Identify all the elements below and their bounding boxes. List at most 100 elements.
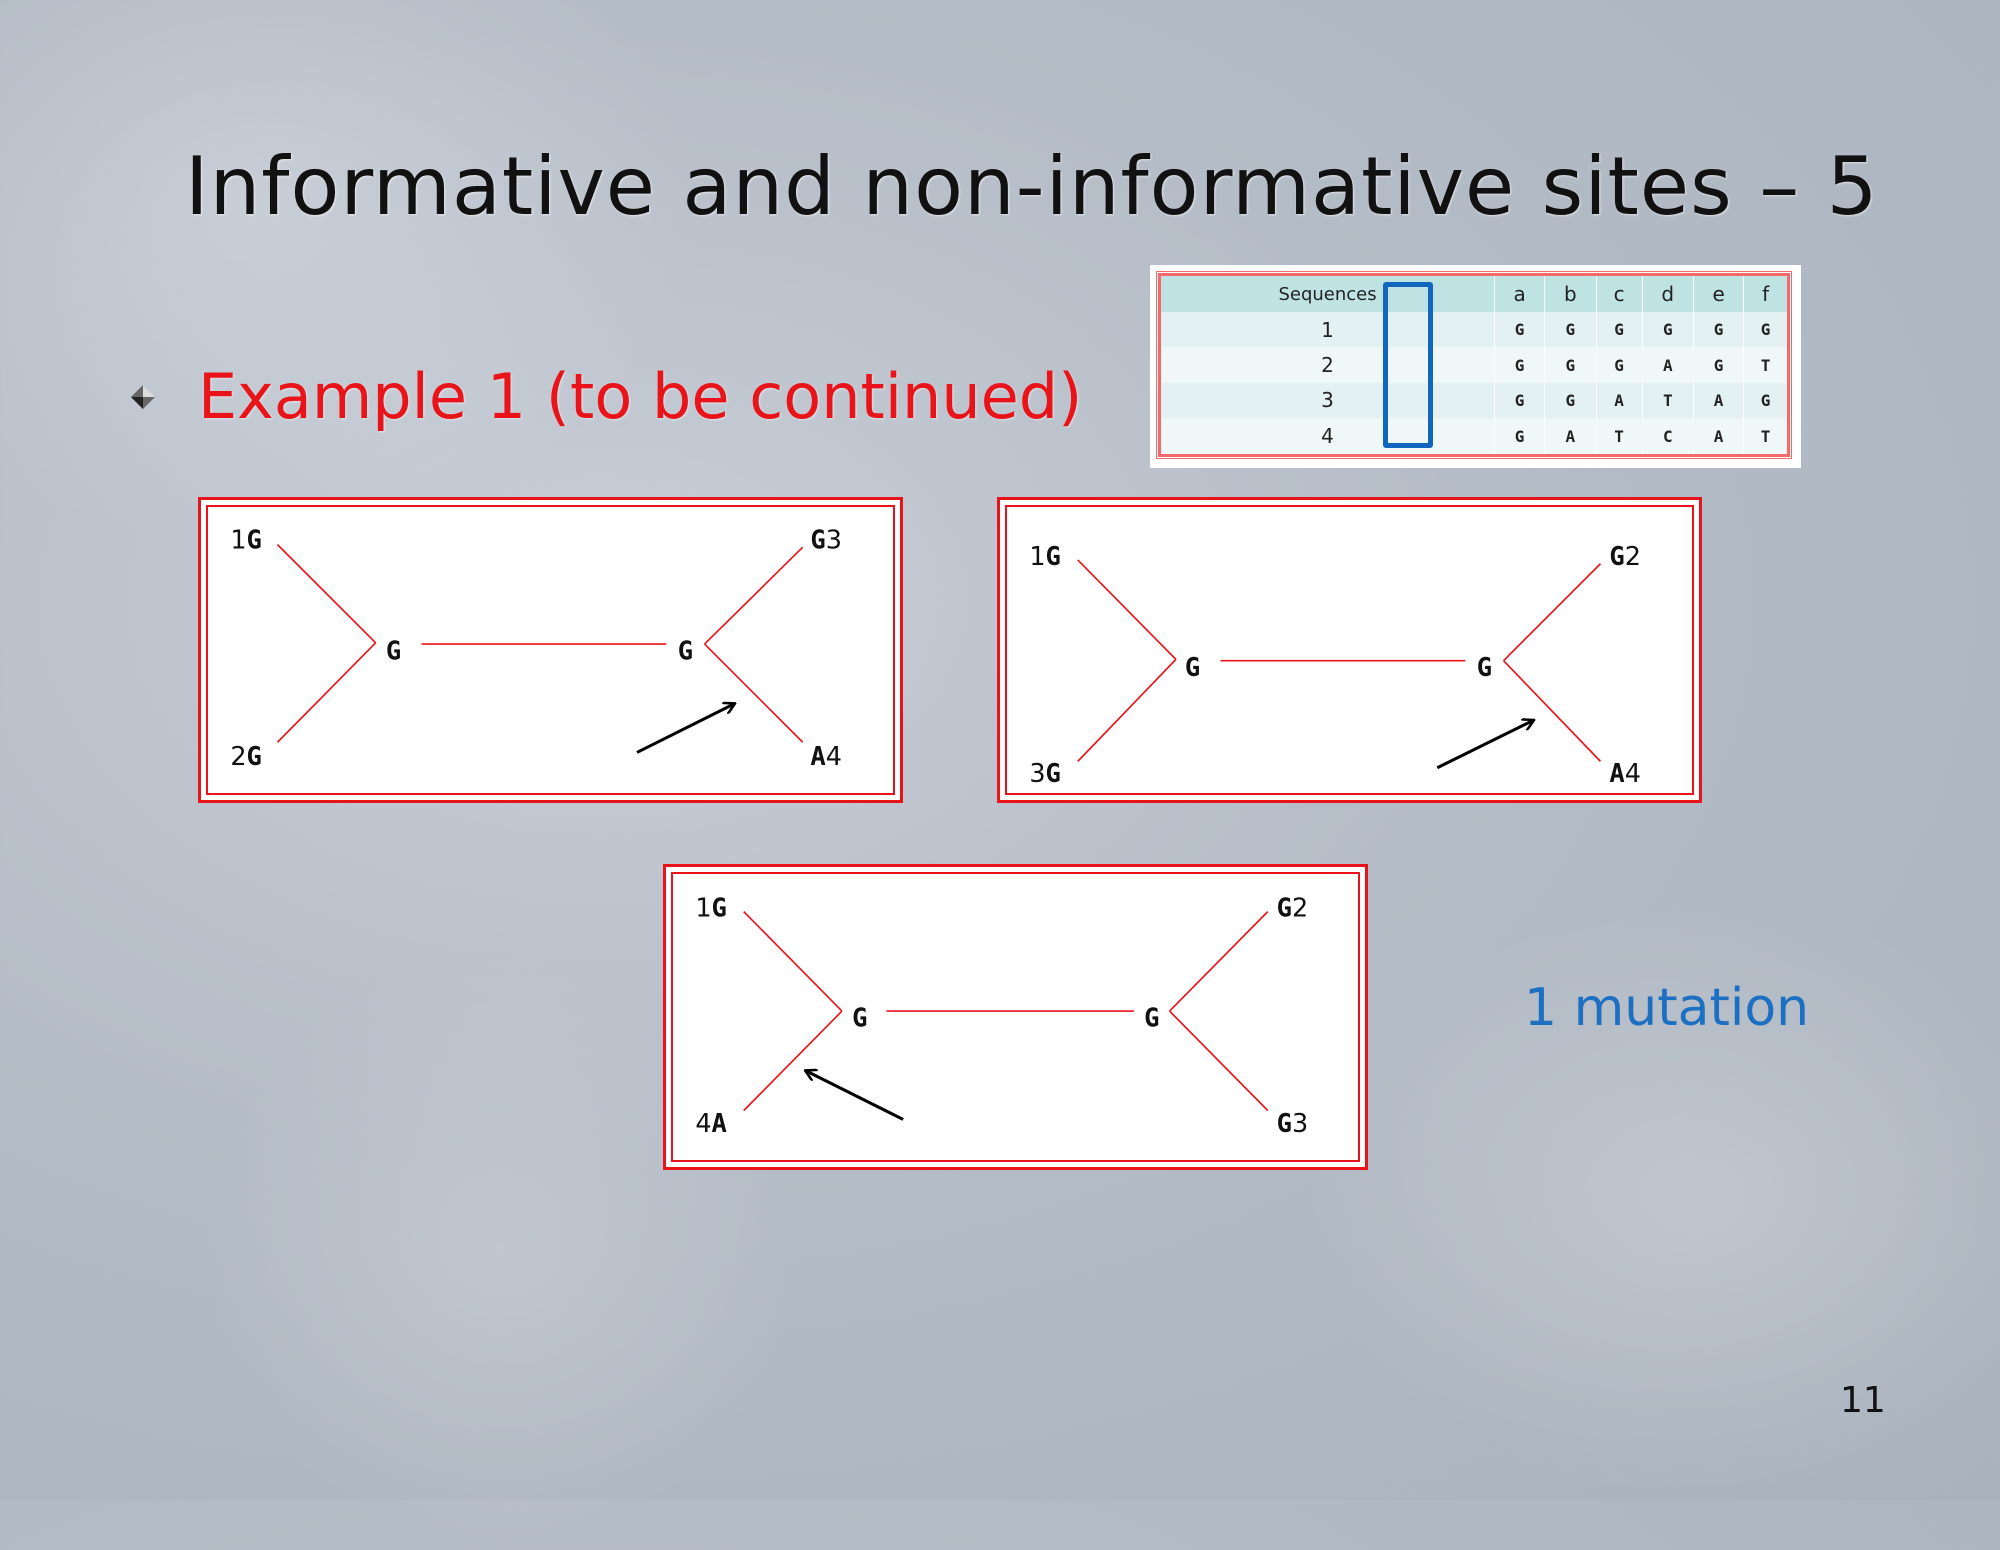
dna-background-decoration bbox=[0, 0, 700, 550]
table-header-f: f bbox=[1743, 274, 1789, 312]
leaf-number: 3 bbox=[1292, 1109, 1308, 1139]
leaf-number: 3 bbox=[1029, 759, 1045, 789]
table-cell: 2 bbox=[1159, 347, 1496, 383]
table-cell: A bbox=[1693, 382, 1745, 419]
table-cell: G bbox=[1642, 312, 1695, 348]
tree-branch bbox=[1077, 559, 1177, 660]
leaf-number: 1 bbox=[230, 525, 246, 555]
table-cell: G bbox=[1494, 382, 1546, 419]
table-cell: G bbox=[1544, 347, 1597, 383]
leaf-base: G bbox=[247, 525, 262, 555]
table-cell: T bbox=[1596, 418, 1643, 456]
table-cell: G bbox=[1693, 312, 1745, 348]
table-cell: A bbox=[1596, 382, 1643, 419]
leaf-label-tl: 1G bbox=[1029, 542, 1061, 572]
table-cell: G bbox=[1743, 312, 1789, 348]
table-cell: G bbox=[1596, 347, 1643, 383]
table-cell: G bbox=[1494, 347, 1546, 383]
tree-branch bbox=[743, 1010, 843, 1112]
table-header-e: e bbox=[1693, 274, 1745, 312]
leaf-number: 2 bbox=[1625, 542, 1641, 572]
page-number: 11 bbox=[1840, 1380, 1886, 1421]
leaf-label-tl: 1G bbox=[695, 894, 727, 924]
table-cell: 3 bbox=[1159, 382, 1496, 419]
leaf-label-br: A4 bbox=[810, 742, 842, 772]
table-cell: G bbox=[1693, 347, 1745, 383]
table-cell: C bbox=[1642, 418, 1695, 456]
table-header-sequences: Sequences bbox=[1159, 274, 1496, 312]
table-cell: T bbox=[1743, 347, 1789, 383]
mutation-count-note: 1 mutation bbox=[1524, 978, 1810, 1038]
leaf-label-tr: G2 bbox=[1277, 894, 1309, 924]
mutation-arrow-icon bbox=[636, 704, 734, 754]
leaf-base: G bbox=[1609, 542, 1624, 572]
leaf-number: 1 bbox=[695, 894, 711, 924]
leaf-label-tr: G3 bbox=[810, 525, 842, 555]
leaf-base: G bbox=[1046, 759, 1061, 789]
leaf-number: 1 bbox=[1029, 542, 1045, 572]
leaf-base: A bbox=[1609, 759, 1624, 789]
tree-branch bbox=[743, 911, 843, 1012]
table-cell: A bbox=[1642, 347, 1695, 383]
tree-branch bbox=[1168, 1010, 1269, 1112]
table-cell: A bbox=[1693, 418, 1745, 456]
internal-node-right: G bbox=[1144, 1003, 1159, 1033]
tree-branch bbox=[1168, 911, 1269, 1012]
tree-branch bbox=[276, 544, 377, 644]
leaf-base: G bbox=[1046, 542, 1061, 572]
leaf-base: G bbox=[247, 742, 262, 772]
leaf-label-br: G3 bbox=[1277, 1109, 1309, 1139]
leaf-base: A bbox=[712, 1109, 727, 1139]
mutation-arrow-icon bbox=[806, 1071, 904, 1121]
tree-branch bbox=[276, 642, 377, 743]
leaf-base: G bbox=[1277, 1109, 1292, 1139]
leaf-base: G bbox=[810, 525, 825, 555]
tree-branch bbox=[703, 643, 804, 743]
table-cell: 1 bbox=[1159, 312, 1496, 348]
tree-branch bbox=[1502, 660, 1602, 762]
leaf-number: 2 bbox=[1292, 894, 1308, 924]
internal-node-right: G bbox=[1477, 653, 1492, 683]
leaf-base: A bbox=[810, 742, 825, 772]
table-cell: G bbox=[1494, 312, 1546, 348]
leaf-number: 4 bbox=[1625, 759, 1641, 789]
table-header-d: d bbox=[1642, 274, 1695, 312]
bullet-example-text: Example 1 (to be continued) bbox=[198, 360, 1083, 433]
table-cell: G bbox=[1544, 382, 1597, 419]
tree-branch bbox=[1502, 563, 1602, 662]
internal-node-left: G bbox=[386, 636, 401, 666]
internal-node-right: G bbox=[678, 636, 693, 666]
leaf-label-br: A4 bbox=[1609, 759, 1641, 789]
leaf-base: G bbox=[712, 894, 727, 924]
internal-node-left: G bbox=[1185, 653, 1200, 683]
table-header-a: a bbox=[1494, 274, 1546, 312]
table-cell: 4 bbox=[1159, 418, 1496, 456]
tree-branch bbox=[703, 546, 804, 645]
leaf-label-bl: 4A bbox=[695, 1109, 727, 1139]
leaf-number: 3 bbox=[826, 525, 842, 555]
leaf-number: 2 bbox=[230, 742, 246, 772]
table-cell: G bbox=[1494, 418, 1546, 456]
leaf-label-tr: G2 bbox=[1609, 542, 1641, 572]
slide-title: Informative and non-informative sites – … bbox=[185, 140, 1879, 233]
tree-branch bbox=[1077, 658, 1177, 762]
leaf-base: G bbox=[1277, 894, 1292, 924]
leaf-number: 4 bbox=[695, 1109, 711, 1139]
table-header-b: b bbox=[1544, 274, 1597, 312]
table-cell: G bbox=[1596, 312, 1643, 348]
column-highlight-box bbox=[1383, 282, 1433, 448]
table-cell: T bbox=[1743, 418, 1789, 456]
mutation-arrow-icon bbox=[1436, 721, 1533, 770]
